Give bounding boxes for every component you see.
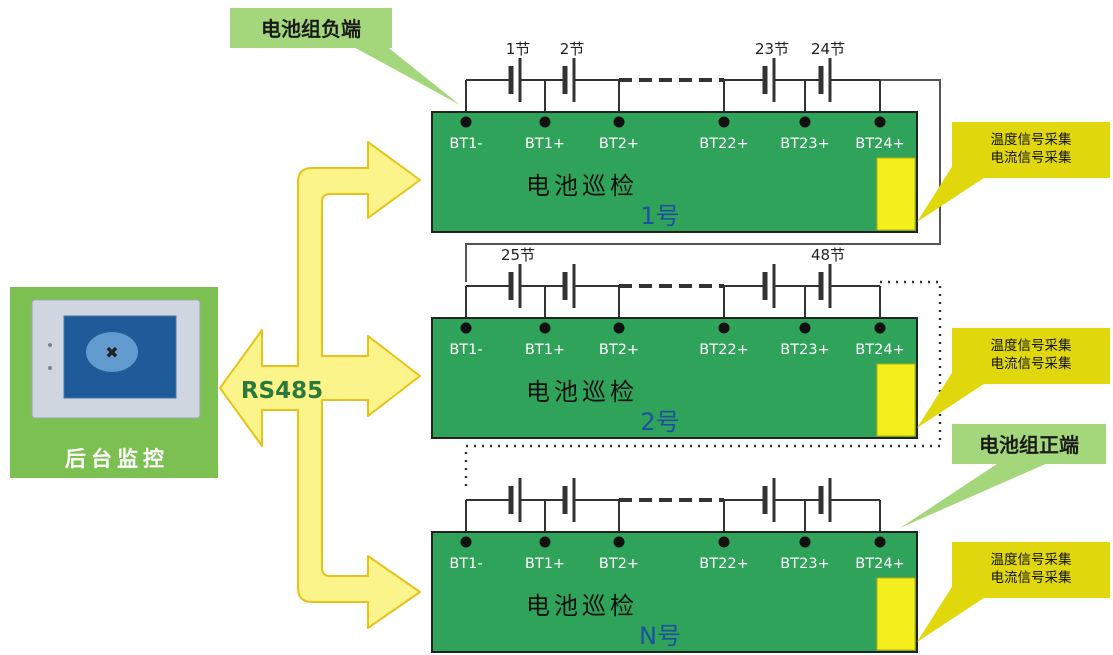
terminal-label: BT1+: [525, 556, 565, 572]
board-body: [431, 111, 918, 233]
terminal-label: BT2+: [599, 556, 639, 572]
rs485-label: RS485: [241, 378, 323, 404]
cell-label: 25节: [501, 246, 535, 264]
boards-layer: 1节 2节 23节 24节 BT1- BT1+ BT2+ BT22+ BT23+ BT24+ 电池巡…: [431, 40, 1110, 653]
battery-positive-label: 电池组正端: [979, 433, 1079, 457]
terminal-dot-icon: [718, 536, 730, 548]
terminal-dot-icon: [874, 536, 886, 548]
sensor-connector: [876, 577, 916, 651]
sensor-callout-line1: 温度信号采集: [991, 132, 1072, 148]
board-number: N号: [639, 622, 681, 650]
terminal-label: BT24+: [855, 556, 904, 572]
terminal-dot-icon: [613, 536, 625, 548]
terminal-dot-icon: [539, 116, 551, 128]
monitor-led-icon: [48, 366, 52, 370]
series-link-dotted: [464, 280, 942, 490]
terminal-label: BT2+: [599, 342, 639, 358]
callout-pointer: [350, 45, 460, 105]
bus-arrow-shape: [219, 141, 421, 629]
callout-box: [952, 424, 1106, 464]
cell-label: 1节: [506, 40, 531, 58]
battery-negative-callout: 电池组负端: [230, 8, 460, 105]
terminal-dot-icon: [799, 536, 811, 548]
board-body: [431, 317, 918, 439]
terminal-label: BT1-: [449, 136, 482, 152]
board-number: 1号: [640, 202, 679, 230]
board-title: 电池巡检: [526, 592, 638, 620]
monitor-screen-glow: [86, 332, 138, 372]
terminal-label: BT23+: [780, 556, 829, 572]
sensor-callout-line2: 电流信号采集: [991, 150, 1072, 166]
terminal-dot-icon: [460, 116, 472, 128]
rs485-bus-arrow: RS485: [219, 141, 421, 629]
terminal-label: BT22+: [699, 342, 748, 358]
terminal-dot-icon: [718, 116, 730, 128]
battery-positive-callout: 电池组正端: [900, 424, 1106, 528]
terminal-label: BT23+: [780, 136, 829, 152]
board-number: 2号: [640, 408, 679, 436]
terminal-label: BT1-: [449, 556, 482, 572]
callout-pointer: [900, 462, 1050, 528]
board-title: 电池巡检: [526, 378, 638, 406]
terminal-dot-icon: [539, 322, 551, 334]
sensor-callout-box: [952, 328, 1110, 384]
terminal-label: BT24+: [855, 136, 904, 152]
terminal-dot-icon: [613, 116, 625, 128]
board-title: 电池巡检: [526, 172, 638, 200]
terminal-label: BT1+: [525, 342, 565, 358]
terminal-label: BT23+: [780, 342, 829, 358]
cell-label: 24节: [811, 40, 845, 58]
sensor-callout-line1: 温度信号采集: [991, 552, 1072, 568]
sensor-callout-line2: 电流信号采集: [991, 356, 1072, 372]
monitor-panel: ✖ 后台监控: [10, 287, 218, 478]
board-body: [431, 531, 918, 653]
sensor-callout-line1: 温度信号采集: [991, 338, 1072, 354]
terminal-label: BT22+: [699, 136, 748, 152]
terminal-dot-icon: [718, 322, 730, 334]
terminal-dot-icon: [874, 116, 886, 128]
terminal-label: BT1+: [525, 136, 565, 152]
sensor-callout-box: [952, 122, 1110, 178]
sensor-callout-box: [952, 542, 1110, 598]
battery-negative-label: 电池组负端: [261, 17, 361, 41]
cell-label: 23节: [755, 40, 789, 58]
monitor-label: 后台监控: [65, 447, 169, 471]
terminal-label: BT22+: [699, 556, 748, 572]
monitor-led-icon: [48, 343, 52, 347]
monitor-screen: [63, 315, 177, 399]
cell-label: 48节: [811, 246, 845, 264]
cell-label: 2节: [560, 40, 585, 58]
terminal-dot-icon: [460, 536, 472, 548]
sensor-connector: [876, 157, 916, 231]
terminal-dot-icon: [874, 322, 886, 334]
terminal-label: BT2+: [599, 136, 639, 152]
terminal-dot-icon: [460, 322, 472, 334]
series-link-wire: [465, 79, 941, 282]
terminal-dot-icon: [539, 536, 551, 548]
terminal-label: BT24+: [855, 342, 904, 358]
terminal-dot-icon: [799, 116, 811, 128]
terminal-dot-icon: [799, 322, 811, 334]
callout-box: [230, 8, 392, 48]
sensor-connector: [876, 363, 916, 437]
terminal-dot-icon: [613, 322, 625, 334]
monitor-logo-icon: ✖: [105, 343, 118, 362]
terminal-label: BT1-: [449, 342, 482, 358]
sensor-callout-line2: 电流信号采集: [991, 570, 1072, 586]
